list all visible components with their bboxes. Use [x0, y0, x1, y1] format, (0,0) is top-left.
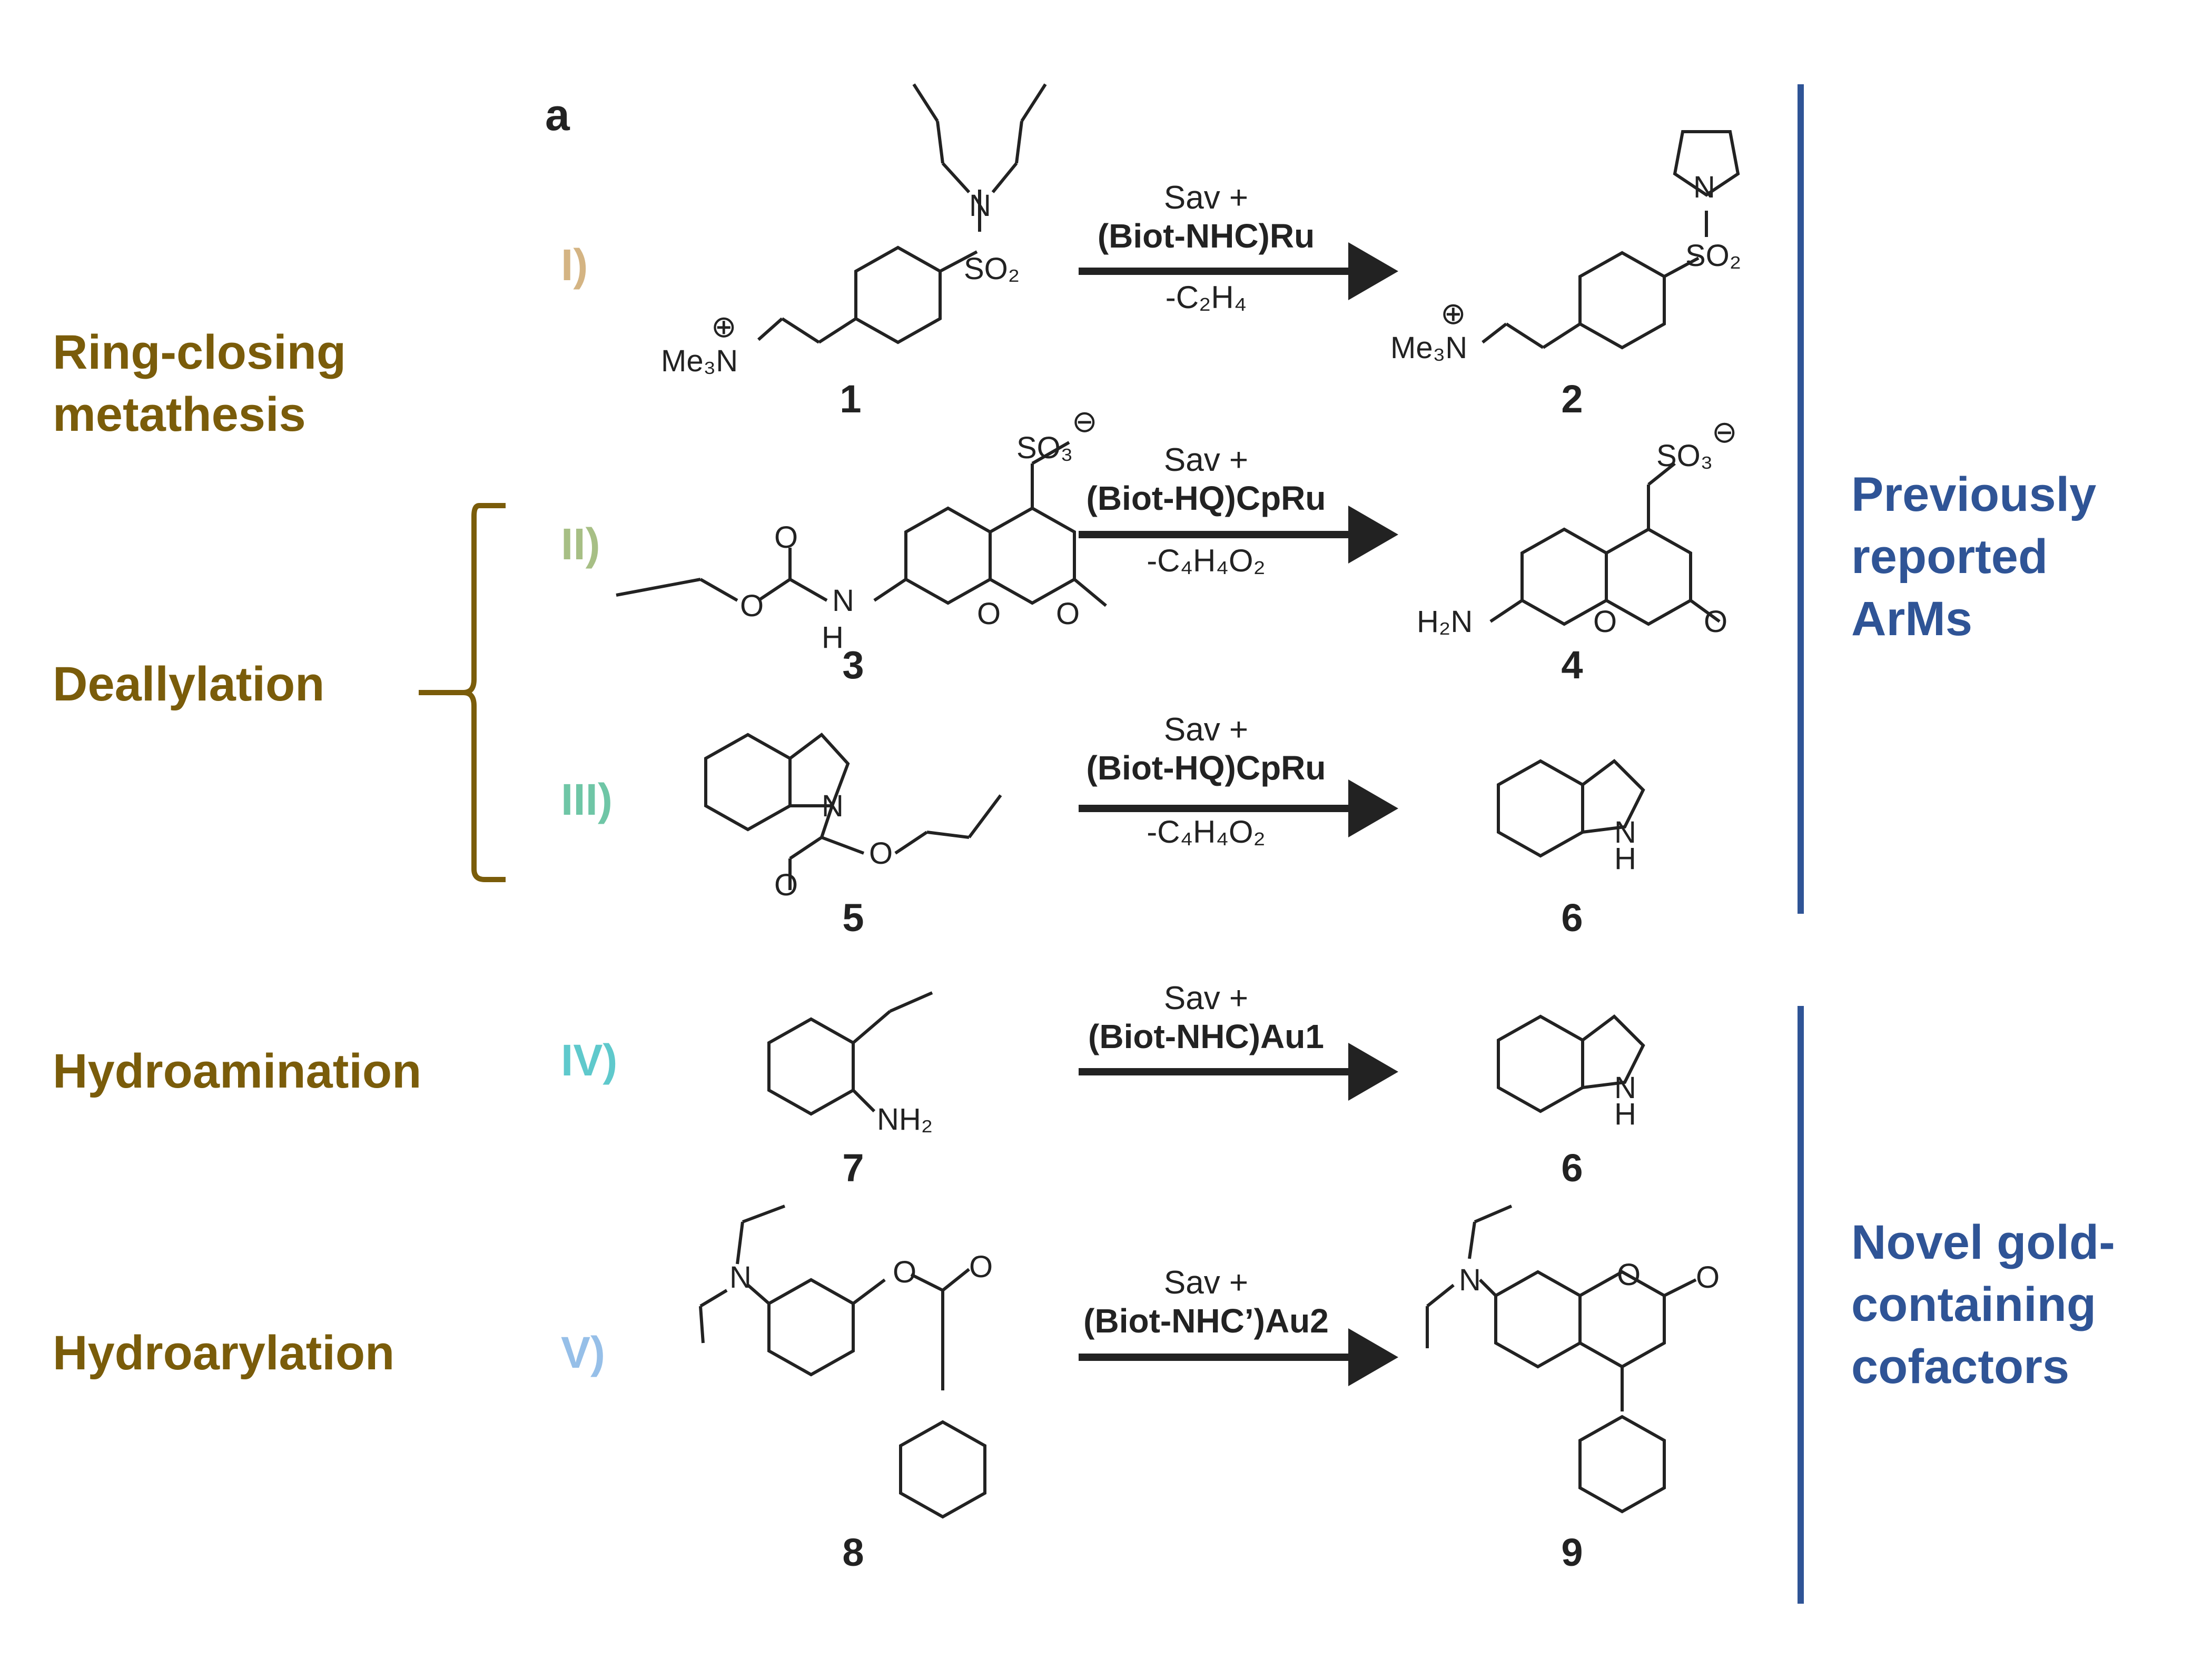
atom-O: O: [977, 597, 1001, 631]
structure-6a: [1497, 759, 1645, 858]
arrow-IV: [1079, 1043, 1398, 1101]
reagent-sav: Sav +: [1163, 1265, 1249, 1301]
reaction-conditions-II: Sav + (Biot-HQ)CpRu: [1038, 441, 1375, 518]
panel-label: a: [545, 90, 570, 140]
deallylation-bracket: [419, 503, 506, 882]
catalyst-label: (Biot-HQ)CpRu: [1086, 749, 1326, 787]
atom-N: N: [832, 584, 854, 618]
byproduct-label: -C₂H₄: [1165, 280, 1247, 315]
atom-O: O: [969, 1250, 993, 1284]
atom-N: N: [1693, 170, 1715, 204]
roman-III: III): [561, 775, 613, 824]
atom-O: O: [774, 868, 798, 902]
compound-8: 8: [842, 1530, 864, 1574]
catalyst-label: (Biot-NHC’)Au2: [1083, 1302, 1329, 1340]
atom-O: O: [1704, 605, 1727, 639]
reaction-conditions-III: Sav + (Biot-HQ)CpRu: [1038, 711, 1375, 787]
arrow-III: [1079, 779, 1398, 837]
atom-plus: ⊕: [1440, 297, 1466, 331]
structure-9: [1426, 1204, 1697, 1514]
byproduct-label: -C₄H₄O₂: [1147, 543, 1266, 578]
byproduct-I: -C₂H₄: [1038, 279, 1375, 315]
compound-3: 3: [842, 643, 864, 687]
structure-6b: [1497, 1014, 1645, 1113]
atom-minus: ⊖: [1072, 404, 1098, 439]
atom-NH2: NH₂: [877, 1102, 933, 1137]
atom-O: O: [1593, 605, 1617, 639]
atom-SO3: SO₃: [1016, 431, 1073, 465]
reagent-sav: Sav +: [1163, 180, 1249, 216]
structure-5: [704, 732, 1002, 890]
atom-N: N: [969, 189, 991, 223]
novel-cofactors-divider: [1798, 1006, 1804, 1604]
atom-N: N: [1614, 1071, 1636, 1105]
catalyst-label: (Biot-NHC)Ru: [1097, 217, 1315, 255]
atom-O: O: [1056, 597, 1080, 631]
compound-1: 1: [840, 377, 862, 421]
atom-H: H: [1614, 842, 1636, 876]
category-ring-closing-metathesis: Ring-closing metathesis: [53, 325, 347, 441]
reagent-sav: Sav +: [1163, 980, 1249, 1016]
atom-O: O: [774, 520, 798, 555]
compound-6-repeat: 6: [1561, 1146, 1583, 1190]
catalyst-label: (Biot-NHC)Au1: [1088, 1018, 1324, 1055]
structure-3: [616, 441, 1107, 607]
structure-8: [699, 1204, 986, 1519]
arrow-I: [1079, 242, 1398, 300]
compound-5: 5: [842, 896, 864, 940]
roman-V: V): [561, 1328, 605, 1377]
category-hydroarylation: Hydroarylation: [53, 1326, 395, 1380]
structure-7: [767, 991, 933, 1116]
compound-9: 9: [1561, 1530, 1583, 1574]
byproduct-II: -C₄H₄O₂: [1038, 542, 1375, 579]
atom-Me3N: Me₃N: [661, 344, 738, 378]
atom-H: H: [1614, 1097, 1636, 1131]
structure-4: [1489, 462, 1721, 626]
atom-N: N: [1459, 1263, 1481, 1297]
previous-arms-divider: [1798, 84, 1804, 914]
atom-SO2: SO₂: [1685, 239, 1741, 273]
atom-O: O: [1696, 1260, 1720, 1295]
atom-N: N: [1614, 815, 1636, 850]
category-hydroamination: Hydroamination: [53, 1044, 422, 1098]
reaction-conditions-V: Sav + (Biot-NHC’)Au2: [1038, 1264, 1375, 1340]
atom-Me3N: Me₃N: [1390, 331, 1467, 365]
roman-I: I): [561, 240, 588, 290]
byproduct-III: -C₄H₄O₂: [1038, 814, 1375, 850]
atom-H2N: H₂N: [1417, 605, 1473, 639]
atom-O: O: [1617, 1258, 1641, 1292]
compound-2: 2: [1561, 377, 1583, 421]
atom-SO2: SO₂: [964, 252, 1020, 286]
atom-SO3: SO₃: [1656, 439, 1713, 473]
atom-O: O: [740, 589, 764, 623]
catalyst-label: (Biot-HQ)CpRu: [1086, 479, 1326, 517]
atom-N: N: [822, 789, 844, 823]
arrow-II: [1079, 506, 1398, 564]
atom-minus: ⊖: [1712, 415, 1737, 449]
structure-1: [757, 83, 1047, 344]
atom-O: O: [869, 836, 893, 871]
compound-6: 6: [1561, 896, 1583, 940]
structure-2: [1482, 130, 1740, 350]
atom-plus: ⊕: [711, 310, 737, 344]
label-previously-reported-arms: Previously reported ArMs: [1851, 468, 2097, 646]
reaction-conditions-I: Sav + (Biot-NHC)Ru: [1038, 179, 1375, 255]
byproduct-label: -C₄H₄O₂: [1147, 814, 1266, 850]
atom-N: N: [729, 1260, 752, 1295]
reagent-sav: Sav +: [1163, 442, 1249, 478]
atom-H: H: [822, 620, 844, 655]
reagent-sav: Sav +: [1163, 712, 1249, 748]
arrow-V: [1079, 1328, 1398, 1386]
atom-O: O: [893, 1255, 916, 1289]
roman-II: II): [561, 519, 600, 569]
compound-7: 7: [842, 1146, 864, 1190]
category-deallylation: Deallylation: [53, 657, 325, 711]
compound-4: 4: [1561, 643, 1583, 687]
roman-IV: IV): [561, 1035, 618, 1085]
label-novel-gold-cofactors: Novel gold-containing cofactors: [1851, 1216, 2115, 1394]
reaction-conditions-IV: Sav + (Biot-NHC)Au1: [1038, 980, 1375, 1056]
